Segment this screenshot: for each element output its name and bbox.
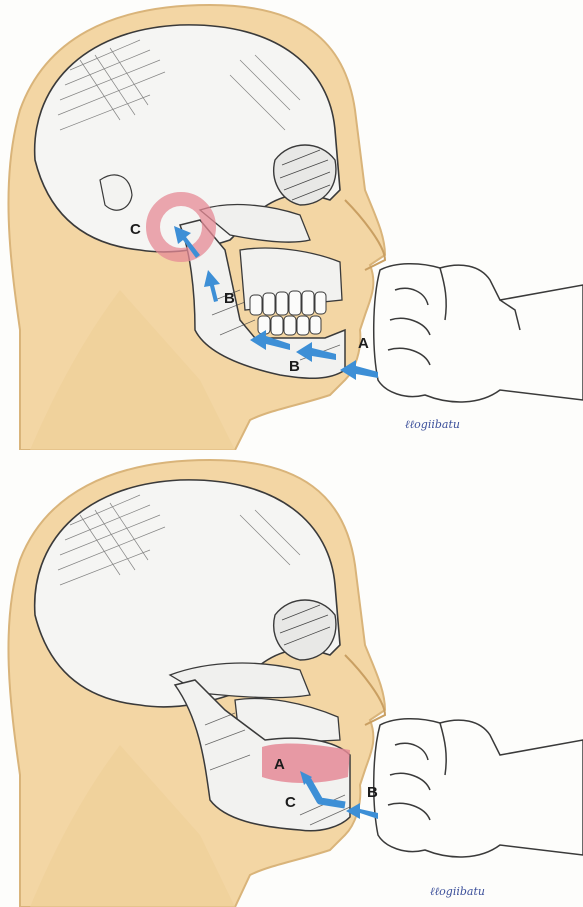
label-a: A (358, 335, 369, 352)
artist-signature: ℓℓogiibatu (430, 885, 485, 898)
label-c: C (285, 794, 296, 811)
label-c: C (130, 221, 141, 238)
fist (374, 719, 583, 857)
fist (374, 264, 583, 402)
bottom-panel-drawing: A C B ℓℓogiibatu (0, 455, 583, 907)
bottom-panel: A C B ℓℓogiibatu (0, 455, 583, 905)
label-b-ramus: B (224, 290, 235, 307)
artist-signature: ℓℓogiibatu (405, 418, 460, 431)
top-panel-drawing: C B B A ℓℓogiibatu (0, 0, 583, 450)
label-a: A (274, 756, 285, 773)
label-b: B (367, 784, 378, 801)
ear-region (100, 175, 132, 210)
top-panel: C B B A ℓℓogiibatu (0, 0, 583, 450)
label-b-lower: B (289, 358, 300, 375)
